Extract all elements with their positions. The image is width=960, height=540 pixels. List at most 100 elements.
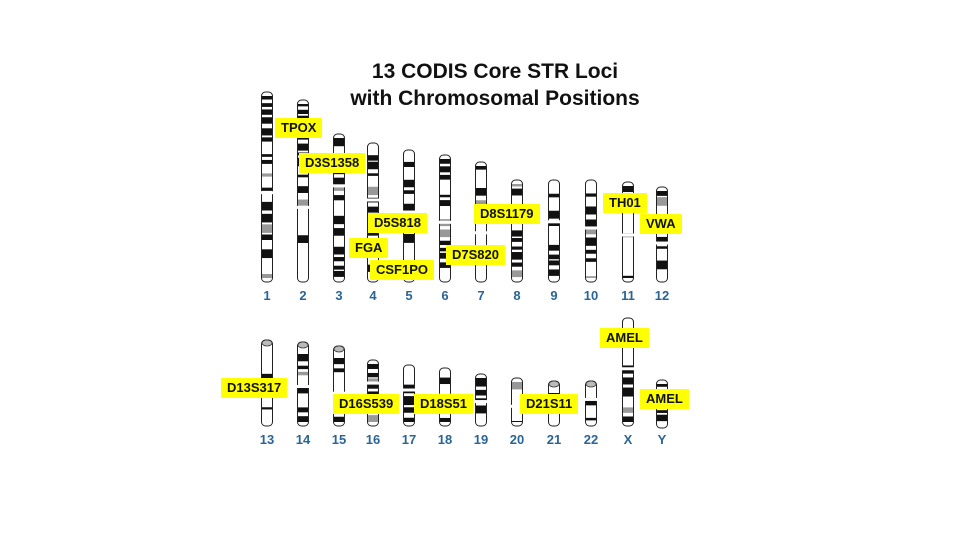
centromere bbox=[622, 367, 635, 370]
chromosome-band bbox=[368, 373, 378, 377]
chromosome-band bbox=[440, 229, 450, 237]
chromosome-number-16: 16 bbox=[358, 432, 388, 447]
centromere bbox=[297, 385, 310, 388]
chromosome-number-15: 15 bbox=[324, 432, 354, 447]
chromosome-band bbox=[623, 416, 633, 422]
chromosome-band bbox=[440, 200, 450, 206]
chromosome-19 bbox=[475, 374, 488, 426]
centromere bbox=[585, 226, 598, 229]
chromosome-band bbox=[262, 202, 272, 211]
chromosome-band bbox=[476, 390, 486, 396]
chromosome-number-13: 13 bbox=[252, 432, 282, 447]
chromosome-band bbox=[334, 195, 344, 200]
chromosome-band bbox=[298, 354, 308, 361]
centromere bbox=[475, 400, 488, 403]
chromosome-band bbox=[512, 382, 522, 389]
chromosome-band bbox=[368, 162, 378, 170]
chromosome-number-9: 9 bbox=[539, 288, 569, 303]
centromere bbox=[367, 382, 380, 385]
chromosome-15 bbox=[333, 346, 346, 426]
centromere bbox=[439, 221, 452, 224]
chromosome-band bbox=[512, 421, 522, 422]
chromosome-band bbox=[298, 366, 308, 369]
chromosome-band bbox=[512, 189, 522, 196]
centromere bbox=[403, 389, 416, 392]
chromosome-number-19: 19 bbox=[466, 432, 496, 447]
locus-tpox: TPOX bbox=[275, 118, 322, 138]
locus-d8s1179: D8S1179 bbox=[474, 204, 540, 224]
centromere bbox=[475, 231, 488, 234]
centromere bbox=[333, 184, 346, 187]
chromosome-band bbox=[586, 230, 596, 235]
chromosome-10 bbox=[585, 180, 598, 282]
chromosome-band bbox=[368, 207, 378, 213]
chromosome-band bbox=[368, 364, 378, 369]
chromosome-band bbox=[476, 188, 486, 196]
chromosome-band bbox=[262, 224, 272, 233]
chromosome-band bbox=[368, 155, 378, 160]
centromere bbox=[261, 191, 274, 194]
chromosome-band bbox=[262, 407, 272, 409]
chromosome-band bbox=[262, 137, 272, 141]
chromosome-band bbox=[657, 410, 667, 413]
chromosome-band bbox=[512, 270, 522, 277]
chromosome-band bbox=[657, 415, 667, 421]
chromosome-band bbox=[657, 384, 667, 387]
locus-d18s51: D18S51 bbox=[414, 394, 473, 414]
chromosome-band bbox=[262, 235, 272, 240]
chromosome-band bbox=[368, 415, 378, 422]
locus-amel-x: AMEL bbox=[600, 328, 649, 348]
chromosome-number-22: 22 bbox=[576, 432, 606, 447]
chromosome-band bbox=[298, 235, 308, 243]
chromosome-band bbox=[334, 138, 344, 146]
chromosome-band bbox=[262, 109, 272, 114]
chromosome-number-14: 14 bbox=[288, 432, 318, 447]
chromosome-band bbox=[334, 216, 344, 224]
chromosome-band bbox=[298, 104, 308, 106]
chromosome-band bbox=[368, 187, 378, 195]
centromere bbox=[622, 234, 635, 237]
chromosome-band bbox=[262, 103, 272, 107]
chromosome-number-10: 10 bbox=[576, 288, 606, 303]
chromosome-number-18: 18 bbox=[430, 432, 460, 447]
chromosome-number-4: 4 bbox=[358, 288, 388, 303]
chromosome-band bbox=[586, 418, 596, 421]
chromosome-band bbox=[334, 368, 344, 372]
chromosome-band bbox=[334, 358, 344, 364]
chromosome-band bbox=[623, 276, 633, 278]
chromosome-number-3: 3 bbox=[324, 288, 354, 303]
satellite bbox=[549, 381, 559, 387]
chromosome-band bbox=[657, 191, 667, 196]
chromosome-band bbox=[549, 194, 559, 198]
chromosome-band bbox=[623, 407, 633, 412]
satellite bbox=[334, 346, 344, 352]
chromosome-band bbox=[298, 407, 308, 412]
chromosome-band bbox=[298, 200, 308, 206]
chromosome-band bbox=[262, 160, 272, 164]
satellite bbox=[586, 381, 596, 387]
chromosome-band bbox=[404, 396, 414, 405]
chromosome-band bbox=[476, 405, 486, 413]
chromosome-number-7: 7 bbox=[466, 288, 496, 303]
chromosome-band bbox=[404, 162, 414, 167]
chromosome-band bbox=[334, 178, 344, 185]
chromosome-band bbox=[298, 186, 308, 193]
chromosome-band bbox=[549, 245, 559, 251]
chromosome-number-21: 21 bbox=[539, 432, 569, 447]
chromosome-band bbox=[440, 195, 450, 197]
chromosome-band bbox=[262, 274, 272, 278]
chromosome-band bbox=[586, 400, 596, 405]
chromosome-number-5: 5 bbox=[394, 288, 424, 303]
chromosome-band bbox=[404, 190, 414, 194]
chromosome-band bbox=[368, 173, 378, 176]
locus-d21s11: D21S11 bbox=[520, 394, 578, 414]
chromosome-band bbox=[623, 388, 633, 397]
chromosome-band bbox=[404, 180, 414, 187]
chromosome-1 bbox=[261, 92, 274, 282]
chromosome-12 bbox=[656, 187, 669, 282]
chromosome-band bbox=[334, 228, 344, 236]
chromosome-band bbox=[440, 175, 450, 180]
chromosome-number-1: 1 bbox=[252, 288, 282, 303]
chromosome-band bbox=[298, 144, 308, 151]
